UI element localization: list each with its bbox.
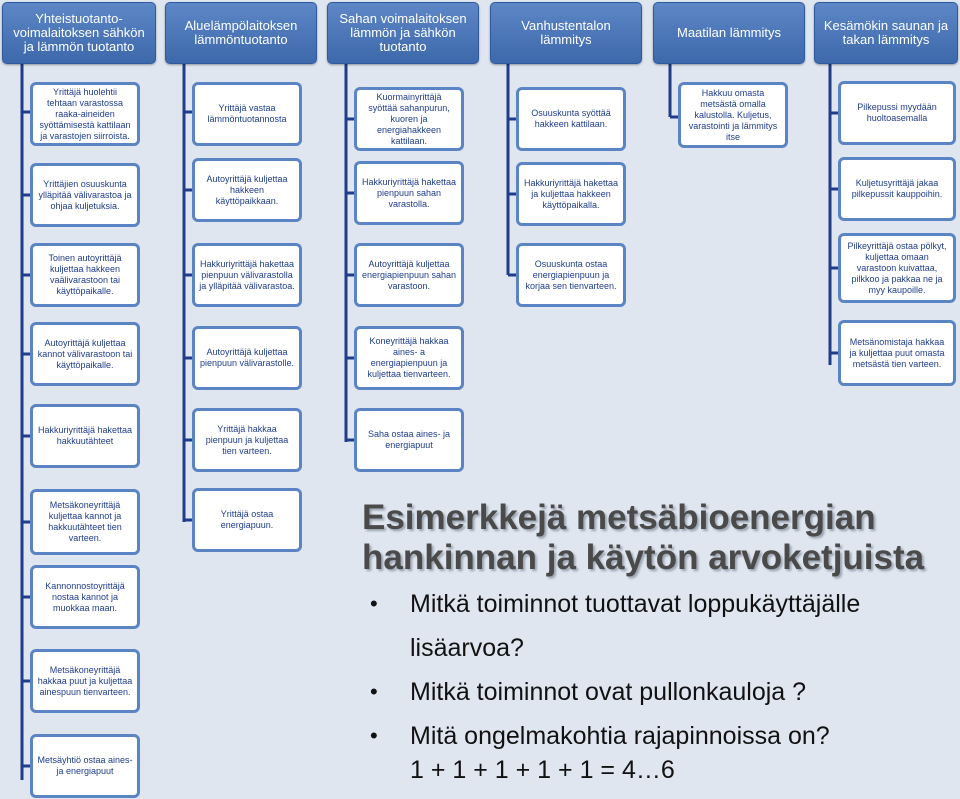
chain-step: Autoyrittäjä kuljettaa kannot välivarast…: [30, 322, 140, 386]
chain-step: Hakkuriyrittäjä hakettaa hakkuutähteet: [30, 404, 140, 468]
question-text: Mitä ongelmakohtia rajapinnoissa on?: [410, 722, 830, 750]
chain-step: Metsäkoneyrittäjä kuljettaa kannot ja ha…: [30, 489, 140, 555]
chain-step: Toinen autoyrittäjä kuljettaa hakkeen va…: [30, 243, 140, 307]
question-text: Mitkä toiminnot tuottavat loppukäyttäjäl…: [410, 590, 861, 662]
question-item: • Mitkä toiminnot ovat pullonkauloja ?: [370, 670, 958, 714]
chain-step: Koneyrittäjä hakkaa aines- a energiapien…: [354, 326, 464, 390]
question-item: • Mitkä toiminnot tuottavat loppukäyttäjä…: [370, 582, 958, 670]
chain-step: Hakkuriyrittäjä hakettaa pienpuun väliva…: [192, 243, 302, 307]
bullet-icon: •: [370, 723, 378, 748]
bullet-icon: •: [370, 591, 378, 616]
chain-step: Yrittäjä hakkaa pienpuun ja kuljettaa ti…: [192, 408, 302, 472]
slide-title: Esimerkkejä metsäbioenergian hankinnan j…: [362, 498, 925, 577]
header-saha: Sahan voimalaitoksen lämmön ja sähkön tu…: [327, 2, 479, 64]
header-yhteistuotanto: Yhteistuotanto-voimalaitoksen sähkön ja …: [2, 2, 156, 64]
chain-step: Hakkuriyrittäjä hakettaa ja kuljettaa ha…: [516, 162, 626, 226]
chain-step: Yrittäjä huolehtii tehtaan varastossa ra…: [30, 82, 140, 146]
chain-step: Autoyrittäjä kuljettaa hakkeen käyttöpai…: [192, 158, 302, 222]
chain-step: Metsäyhtiö ostaa aines- ja energiapuut: [30, 734, 140, 798]
chain-step: Hakkuriyrittäjä hakettaa pienpuun sahan …: [354, 161, 464, 225]
question-item: • Mitä ongelmakohtia rajapinnoissa on?: [370, 714, 958, 758]
chain-step: Yrittäjä ostaa energiapuun.: [192, 488, 302, 552]
header-vanhustentalo: Vanhustentalon lämmitys: [490, 2, 642, 64]
header-maatila: Maatilan lämmitys: [653, 2, 805, 64]
bullet-icon: •: [370, 679, 378, 704]
chain-step: Kuljetusyrittäjä jakaa pilkepussit kaupp…: [838, 157, 956, 221]
chain-step: Saha ostaa aines- ja energiapuut: [354, 408, 464, 472]
chain-step: Kannonnostoyrittäjä nostaa kannot ja muo…: [30, 565, 140, 629]
chain-step: Hakkuu omasta metsästä omalla kalustolla…: [678, 82, 788, 148]
chain-step: Autoyrittäjä kuljettaa energiapienpuun s…: [354, 243, 464, 307]
chain-step: Pilkeyrittäjä ostaa pölkyt, kuljettaa om…: [838, 233, 956, 303]
chain-step: Osuuskunta syöttää hakkeen kattilaan.: [516, 87, 626, 151]
chain-step: Metsäkoneyrittäjä hakkaa puut ja kuljett…: [30, 649, 140, 713]
question-list: • Mitkä toiminnot tuottavat loppukäyttäjä…: [370, 582, 958, 758]
header-kesamokki: Kesämökin saunan ja takan lämmitys: [814, 2, 958, 64]
chain-step: Kuormainyrittäjä syöttää sahanpurun, kuo…: [354, 87, 464, 151]
chain-step: Autoyrittäjä kuljettaa pienpuun välivara…: [192, 326, 302, 390]
question-text: Mitkä toiminnot ovat pullonkauloja ?: [410, 678, 807, 706]
chain-step: Pilkepussi myydään huoltoasemalla: [838, 81, 956, 145]
chain-step: Yrittäjä vastaa lämmöntuotannosta: [192, 82, 302, 146]
chain-step: Metsänomistaja hakkaa ja kuljettaa puut …: [838, 320, 956, 386]
chain-step: Yrittäjien osuuskunta ylläpitää välivara…: [30, 163, 140, 227]
chain-step: Osuuskunta ostaa energiapienpuun ja korj…: [516, 243, 626, 307]
equation-text: 1 + 1 + 1 + 1 + 1 = 4…6: [410, 756, 675, 784]
header-aluelampolaitos: Aluelämpölaitoksen lämmöntuotanto: [165, 2, 317, 64]
